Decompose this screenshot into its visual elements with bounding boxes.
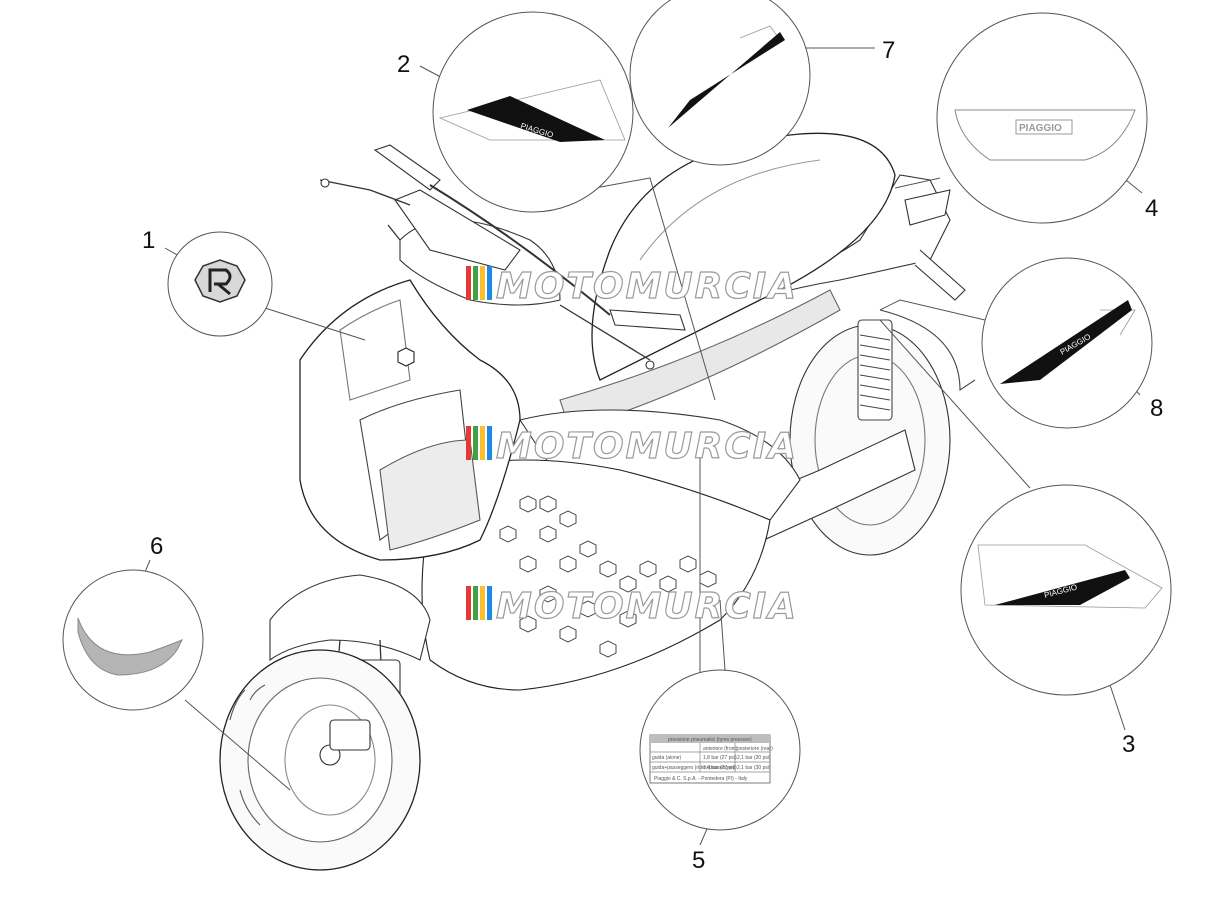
handlebar (319, 144, 686, 370)
tyre-label-row1: guida (alone) (652, 755, 682, 761)
stripe-decal-2 (467, 96, 605, 142)
detail-circle-5: pressione pneumatici (tyres pressure) an… (639, 669, 801, 831)
floor-hex-pattern (499, 495, 717, 658)
watermark-2: MOTOMURCIA (466, 425, 798, 468)
tyre-pressure-label: pressione pneumatici (tyres pressure) an… (649, 734, 773, 784)
callout-1: 1 (142, 227, 155, 254)
windscreen (394, 189, 521, 271)
watermark-3: MOTOMURCIA (466, 585, 798, 628)
callout-3: 3 (1122, 731, 1135, 758)
decal-4-brand: PIAGGIO (1019, 123, 1062, 134)
floorboard (421, 459, 771, 691)
tyre-label-footer: Piaggio & C. S.p.A. - Pontedera (PI) - I… (654, 776, 748, 782)
watermark-text-1: MOTOMURCIA (496, 266, 798, 307)
callout-7: 7 (882, 37, 895, 64)
detail-circle-3: PIAGGIO (960, 484, 1172, 696)
watermark-text-2: MOTOMURCIA (496, 426, 798, 467)
detail-circle-7: PIAGGIO (629, 0, 811, 166)
tyre-label-col-rear: posteriore (rear) (737, 746, 773, 752)
callout-4: 4 (1145, 195, 1158, 222)
tyre-label-title: pressione pneumatici (tyres pressure) (668, 737, 752, 743)
detail-circle-2: PIAGGIO (432, 11, 634, 213)
piaggio-emblem-icon (194, 259, 246, 303)
stripe-decal-8 (1000, 300, 1132, 384)
callout-numbers: 1 2 3 4 5 6 7 8 (142, 37, 1163, 874)
watermarks: MOTOMURCIA MOTOMURCIA MOTOMURCIA (466, 265, 798, 628)
callout-8: 8 (1150, 395, 1163, 422)
tyre-label-row2-front: 1,8 bar (27 psi) (703, 765, 737, 771)
stripe-decal-3 (995, 570, 1130, 605)
callout-2: 2 (397, 51, 410, 78)
tyre-label-row2-rear: 2,1 bar (30 psi) (737, 765, 771, 771)
front-fender (269, 574, 431, 662)
callout-6: 6 (150, 533, 163, 560)
tyre-label-col-front: anteriore (front) (703, 746, 738, 752)
detail-circle-1 (167, 231, 273, 337)
tyre-label-row2: guida+passeggero (rider+passenger) (652, 765, 735, 771)
watermark-text-3: MOTOMURCIA (496, 586, 798, 627)
detail-circle-8: PIAGGIO (981, 257, 1153, 429)
watermark-1: MOTOMURCIA (466, 265, 798, 308)
scooter-illustration (219, 132, 976, 871)
callout-5: 5 (692, 847, 705, 874)
seat-trim-decal (77, 617, 184, 676)
front-wheel-rim (247, 677, 393, 843)
detail-circle-6 (62, 569, 204, 711)
tyre-label-row1-front: 1,8 bar (27 psi) (703, 755, 737, 761)
tyre-label-row1-rear: 2,1 bar (30 psi) (737, 755, 771, 761)
rear-shock (857, 319, 893, 421)
stripe-decal-7 (668, 32, 785, 128)
detail-circle-4: PIAGGIO (936, 12, 1148, 224)
